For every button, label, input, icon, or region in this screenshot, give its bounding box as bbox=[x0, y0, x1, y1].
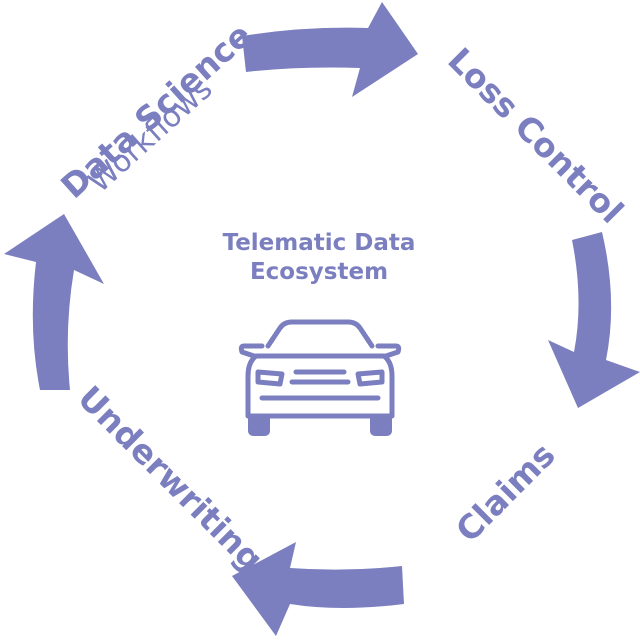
stage-underwriting-label: Underwriting bbox=[70, 378, 271, 579]
arrow-top bbox=[242, 2, 418, 97]
stage-data-science: Data Science Workflows bbox=[53, 15, 259, 206]
arrow-right bbox=[548, 232, 640, 408]
arrow-left bbox=[4, 214, 104, 390]
car-icon bbox=[238, 319, 402, 436]
arrow-bottom bbox=[232, 542, 404, 636]
stage-claims-label: Claims bbox=[448, 435, 563, 550]
center-title-line1: Telematic Data bbox=[223, 230, 416, 256]
center-title-line2: Ecosystem bbox=[250, 259, 388, 285]
stage-loss-control-label: Loss Control bbox=[440, 40, 631, 231]
